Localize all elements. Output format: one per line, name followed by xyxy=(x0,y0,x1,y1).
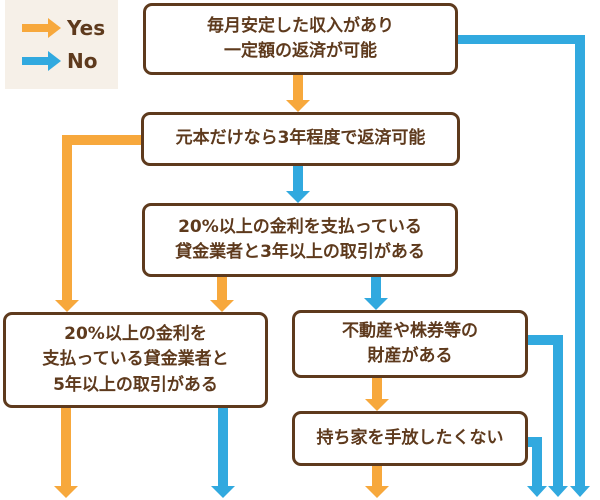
legend-yes-row: Yes xyxy=(22,16,118,40)
yes-arrow-keephome-exit xyxy=(372,466,382,486)
node-assets-line1: 不動産や株券等の xyxy=(342,320,478,341)
node-principal-3years: 元本だけなら3年程度で返済可能 xyxy=(141,112,460,166)
no-arrow-icon xyxy=(22,51,61,71)
node-assets: 不動産や株券等の 財産がある xyxy=(292,310,528,378)
node-interest-20-3years: 20%以上の金利を支払っている 貸金業者と3年以上の取引がある xyxy=(142,203,458,277)
no-arrowhead-assets-exit xyxy=(548,486,568,497)
yes-arrow-interest5-exit xyxy=(61,408,71,486)
no-arrowhead-income-exit xyxy=(570,486,590,497)
yes-arrow-income-to-principal xyxy=(293,75,303,102)
legend: Yes No xyxy=(5,0,118,89)
no-arrow-assets-down-segment xyxy=(553,335,563,486)
yes-arrow-assets-to-keephome xyxy=(372,378,382,400)
node-interest-20-5years: 20%以上の金利を 支払っている貸金業者と 5年以上の取引がある xyxy=(3,312,268,408)
yes-arrow-interest3-to-interest5 xyxy=(217,277,227,300)
no-arrowhead-keephome-exit xyxy=(527,486,547,497)
node-stable-income-line1: 毎月安定した収入があり xyxy=(207,15,394,36)
node-interest-20-3years-line1: 20%以上の金利を支払っている xyxy=(178,216,422,237)
no-arrowhead-principal-to-interest3 xyxy=(286,191,310,203)
legend-yes-label: Yes xyxy=(67,16,106,40)
yes-arrowhead-principal-to-interest5 xyxy=(55,300,79,312)
yes-arrowhead-income-to-principal xyxy=(286,100,310,112)
no-arrow-interest5-exit xyxy=(218,408,228,486)
node-interest-20-5years-line1: 20%以上の金利を xyxy=(64,323,207,344)
no-arrow-assets-right-segment xyxy=(528,335,563,345)
node-interest-20-5years-line3: 5年以上の取引がある xyxy=(53,374,218,395)
yes-arrow-principal-left-segment xyxy=(62,135,141,145)
yes-arrowhead-assets-to-keephome xyxy=(365,399,389,411)
node-assets-line2: 財産がある xyxy=(367,346,453,366)
yes-arrow-icon xyxy=(22,18,61,38)
yes-arrowhead-keephome-exit xyxy=(365,486,389,498)
node-principal-3years-line1: 元本だけなら3年程度で返済可能 xyxy=(175,128,426,149)
no-arrow-income-down-segment xyxy=(575,35,585,486)
legend-no-row: No xyxy=(22,49,118,73)
no-arrowhead-interest3-to-assets xyxy=(364,298,388,310)
node-stable-income: 毎月安定した収入があり 一定額の返済が可能 xyxy=(143,3,458,75)
node-stable-income-line2: 一定額の返済が可能 xyxy=(224,41,377,61)
yes-arrow-principal-down-segment xyxy=(62,135,72,300)
yes-arrowhead-interest3-to-interest5 xyxy=(210,300,234,312)
no-arrow-principal-to-interest3 xyxy=(293,166,303,193)
yes-arrowhead-interest5-exit xyxy=(54,486,78,498)
no-arrow-keephome-down-segment xyxy=(532,437,542,486)
node-interest-20-3years-line2: 貸金業者と3年以上の取引がある xyxy=(175,242,425,262)
node-keep-home: 持ち家を手放したくない xyxy=(292,411,528,466)
node-keep-home-line1: 持ち家を手放したくない xyxy=(316,427,504,448)
node-interest-20-5years-line2: 支払っている貸金業者と xyxy=(42,349,229,370)
no-arrow-interest3-to-assets xyxy=(371,277,381,298)
no-arrow-income-right-segment xyxy=(458,35,585,44)
no-arrowhead-interest5-exit xyxy=(211,486,235,498)
legend-no-label: No xyxy=(67,49,98,73)
